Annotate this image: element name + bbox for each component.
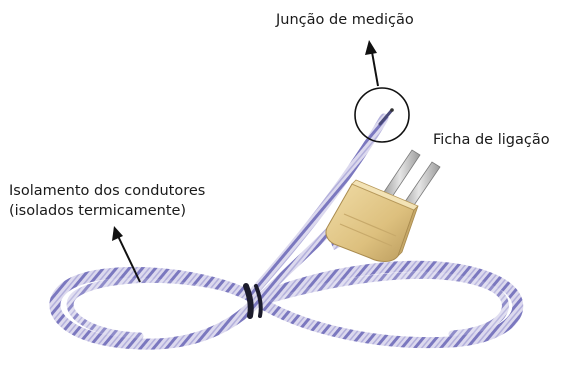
measurement-junction-label: Junção de medição xyxy=(276,12,414,28)
insulation-arrow xyxy=(112,226,141,283)
conductor-insulation-label: Isolamento dos condutores xyxy=(9,183,206,199)
cable-tie xyxy=(243,283,263,319)
junction-arrow xyxy=(365,40,379,87)
connection-plug xyxy=(325,149,441,262)
measurement-junction-tip xyxy=(378,108,394,126)
conductor-insulation-sublabel: (isolados termicamente) xyxy=(9,203,187,219)
annotations xyxy=(112,40,410,283)
junction-marker-circle xyxy=(354,87,410,143)
connection-plug-label: Ficha de ligação xyxy=(433,132,550,148)
cable-loop xyxy=(49,260,524,350)
